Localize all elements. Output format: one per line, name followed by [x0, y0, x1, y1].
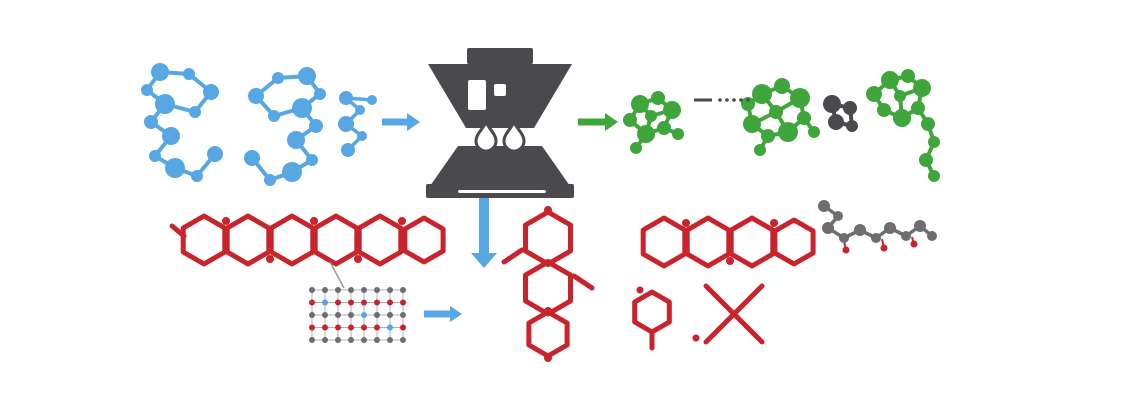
arrow-precursors-to-vessel	[382, 113, 420, 131]
red-framework-tall	[501, 206, 595, 362]
additive-molecule	[823, 95, 858, 132]
product-molecule-3	[866, 69, 940, 182]
polymer-chain	[818, 200, 937, 243]
arrow-vessel-to-products	[578, 113, 618, 131]
precursor-molecule-1	[141, 63, 223, 182]
lattice-callout-line	[329, 261, 345, 289]
bond-legend-marks	[694, 98, 750, 102]
product-molecule-1	[623, 91, 684, 154]
red-framework-band	[169, 213, 446, 267]
product-molecule-2	[741, 78, 820, 156]
red-framework-right	[632, 215, 816, 351]
reaction-vessel-icon	[426, 48, 574, 198]
arrow-lattice-right	[424, 306, 462, 322]
polymer-side-groups	[842, 240, 918, 254]
precursor-molecule-3	[338, 91, 377, 157]
arrow-vessel-down	[471, 198, 497, 268]
precursor-molecule-2	[244, 67, 326, 186]
crystal-lattice	[309, 287, 406, 343]
